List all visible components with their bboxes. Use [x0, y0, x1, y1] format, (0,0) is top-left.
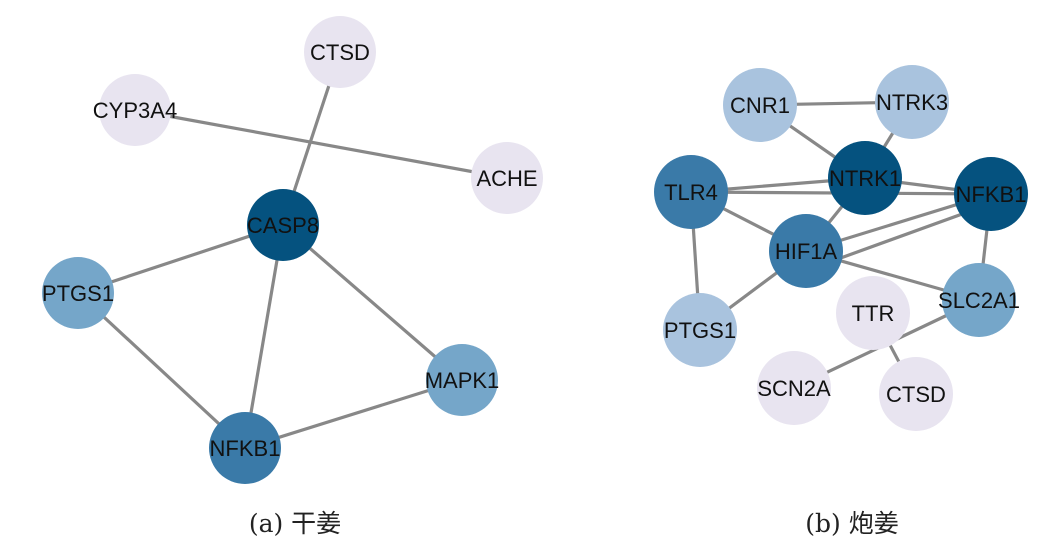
node-label: CYP3A4	[93, 98, 177, 123]
node-label: PTGS1	[664, 318, 736, 343]
node-cnr1: CNR1	[723, 68, 797, 142]
edge-nfkb1-mapk1	[243, 378, 464, 450]
node-ache: ACHE	[471, 142, 543, 214]
node-label: NTRK1	[829, 166, 901, 191]
node-ctsd: CTSD	[879, 357, 953, 431]
node-nfkb1: NFKB1	[954, 157, 1028, 231]
node-circle	[875, 65, 949, 139]
node-label: NTRK3	[876, 90, 948, 115]
node-circle	[426, 344, 498, 416]
node-label: NFKB1	[956, 182, 1027, 207]
node-circle	[663, 293, 737, 367]
node-circle	[304, 16, 376, 88]
node-circle	[99, 74, 171, 146]
node-nfkb1: NFKB1	[209, 412, 281, 484]
node-label: CNR1	[730, 93, 790, 118]
node-ntrk1: NTRK1	[828, 141, 902, 215]
node-circle	[757, 351, 831, 425]
node-cyp3a4: CYP3A4	[93, 74, 177, 146]
node-circle	[42, 257, 114, 329]
edge-casp8-mapk1	[281, 223, 464, 382]
node-label: SLC2A1	[938, 288, 1020, 313]
node-circle	[247, 189, 319, 261]
node-slc2a1: SLC2A1	[938, 263, 1020, 337]
node-circle	[828, 141, 902, 215]
node-label: HIF1A	[775, 239, 838, 264]
node-tlr4: TLR4	[654, 155, 728, 229]
node-hif1a: HIF1A	[769, 214, 843, 288]
panel-a-caption: (a) 干姜	[249, 509, 341, 538]
node-label: SCN2A	[757, 376, 831, 401]
node-label: MAPK1	[425, 368, 500, 393]
panel-b-caption: (b) 炮姜	[805, 509, 898, 538]
edge-casp8-nfkb1	[243, 223, 285, 450]
node-mapk1: MAPK1	[425, 344, 500, 416]
node-casp8: CASP8	[247, 189, 319, 261]
node-circle	[836, 276, 910, 350]
node-label: PTGS1	[42, 281, 114, 306]
node-ptgs1: PTGS1	[663, 293, 737, 367]
node-circle	[654, 155, 728, 229]
node-scn2a: SCN2A	[757, 351, 831, 425]
edge-ptgs1-nfkb1	[76, 291, 247, 450]
node-label: TLR4	[664, 180, 718, 205]
node-ptgs1: PTGS1	[42, 257, 114, 329]
node-label: CTSD	[310, 40, 370, 65]
edge-cyp3a4-ache	[133, 108, 509, 180]
node-label: CTSD	[886, 382, 946, 407]
node-circle	[769, 214, 843, 288]
node-ntrk3: NTRK3	[875, 65, 949, 139]
node-ctsd: CTSD	[304, 16, 376, 88]
node-label: TTR	[852, 301, 895, 326]
node-circle	[209, 412, 281, 484]
node-label: CASP8	[247, 213, 319, 238]
node-circle	[942, 263, 1016, 337]
node-circle	[954, 157, 1028, 231]
node-label: ACHE	[476, 166, 537, 191]
node-label: NFKB1	[210, 436, 281, 461]
node-circle	[879, 357, 953, 431]
node-circle	[723, 68, 797, 142]
node-ttr: TTR	[836, 276, 910, 350]
node-circle	[471, 142, 543, 214]
